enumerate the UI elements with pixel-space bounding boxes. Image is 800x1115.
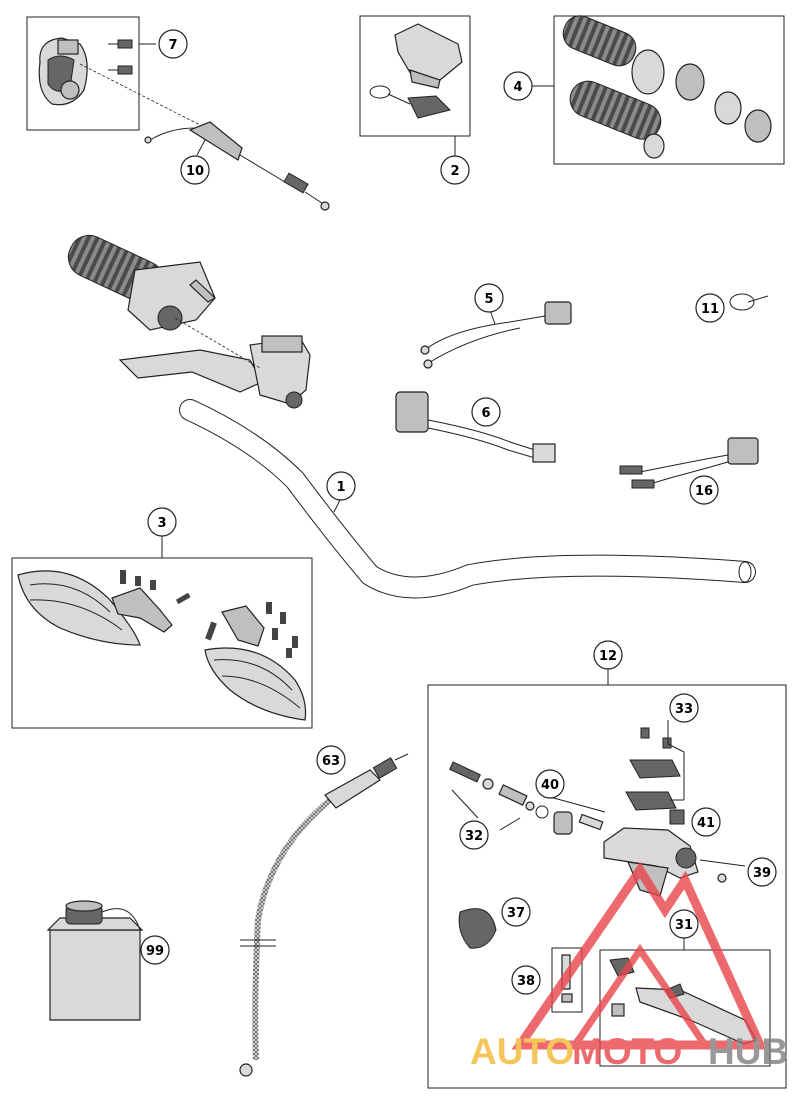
watermark-part-1: AUTO [470,1031,574,1072]
callout-41[interactable]: 41 [691,807,721,837]
callout-38[interactable]: 38 [511,965,541,995]
callout-7-label: 7 [168,38,177,53]
brake-fluid-bottle-part [46,900,144,1021]
throttle-cover-part [359,15,471,137]
callout-1-label: 1 [336,480,345,495]
callout-4-label: 4 [513,80,522,95]
callout-41-label: 41 [697,816,715,831]
callout-12[interactable]: 12 [593,640,623,670]
callout-40[interactable]: 40 [535,769,565,799]
callout-2-label: 2 [450,164,459,179]
callout-11[interactable]: 11 [695,293,725,323]
callout-63[interactable]: 63 [316,745,346,775]
callout-3[interactable]: 3 [147,507,177,537]
callout-16-label: 16 [695,484,713,499]
watermark-part-2: MOTO [572,1031,682,1072]
kill-switch-part [420,301,572,369]
callout-37-label: 37 [507,906,525,921]
brake-lever-part [599,949,771,1067]
watermark-part-3: HUB [708,1031,788,1072]
brake-line-part [239,753,409,1077]
throttle-housing-part [26,16,156,131]
callout-32[interactable]: 32 [459,820,489,850]
callout-39-label: 39 [753,866,771,881]
callout-99-label: 99 [146,944,164,959]
piston-part [535,796,606,835]
start-button-wiring-part [619,437,759,489]
callout-2[interactable]: 2 [440,155,470,185]
callout-10-label: 10 [186,164,204,179]
callout-31[interactable]: 31 [669,909,699,939]
light-switch-part [395,391,556,463]
callout-6-label: 6 [481,406,490,421]
handlebar-part [179,399,756,599]
callout-63-label: 63 [322,754,340,769]
callout-1[interactable]: 1 [326,471,356,501]
master-cylinder-box [427,684,787,1089]
callout-16[interactable]: 16 [689,475,719,505]
cable-tie-part [729,293,769,311]
callout-4[interactable]: 4 [503,71,533,101]
callout-99[interactable]: 99 [140,935,170,965]
callout-5[interactable]: 5 [474,283,504,313]
master-cylinder-body-part [603,809,746,897]
throttle-cable-part [144,121,330,211]
callout-33-label: 33 [675,702,693,717]
callout-37[interactable]: 37 [501,897,531,927]
adjuster-part [449,761,535,831]
callout-5-label: 5 [484,292,493,307]
callout-10[interactable]: 10 [180,155,210,185]
callout-31-label: 31 [675,918,693,933]
callout-32-label: 32 [465,829,483,844]
lever-boot-part [458,908,497,949]
handlebar-controls-assembly [67,234,311,409]
automotohub-watermark-logo: AUTO MOTO HUB [470,861,788,1072]
callout-39[interactable]: 39 [747,857,777,887]
grips-part [553,15,785,165]
callout-6[interactable]: 6 [471,397,501,427]
callout-7[interactable]: 7 [158,29,188,59]
callout-3-label: 3 [157,516,166,531]
callout-38-label: 38 [517,974,535,989]
callout-40-label: 40 [541,778,559,793]
reservoir-cover-part [625,720,685,811]
callout-12-label: 12 [599,649,617,664]
hand-guards-part [11,557,313,729]
callout-33[interactable]: 33 [669,693,699,723]
callout-11-label: 11 [701,302,719,317]
